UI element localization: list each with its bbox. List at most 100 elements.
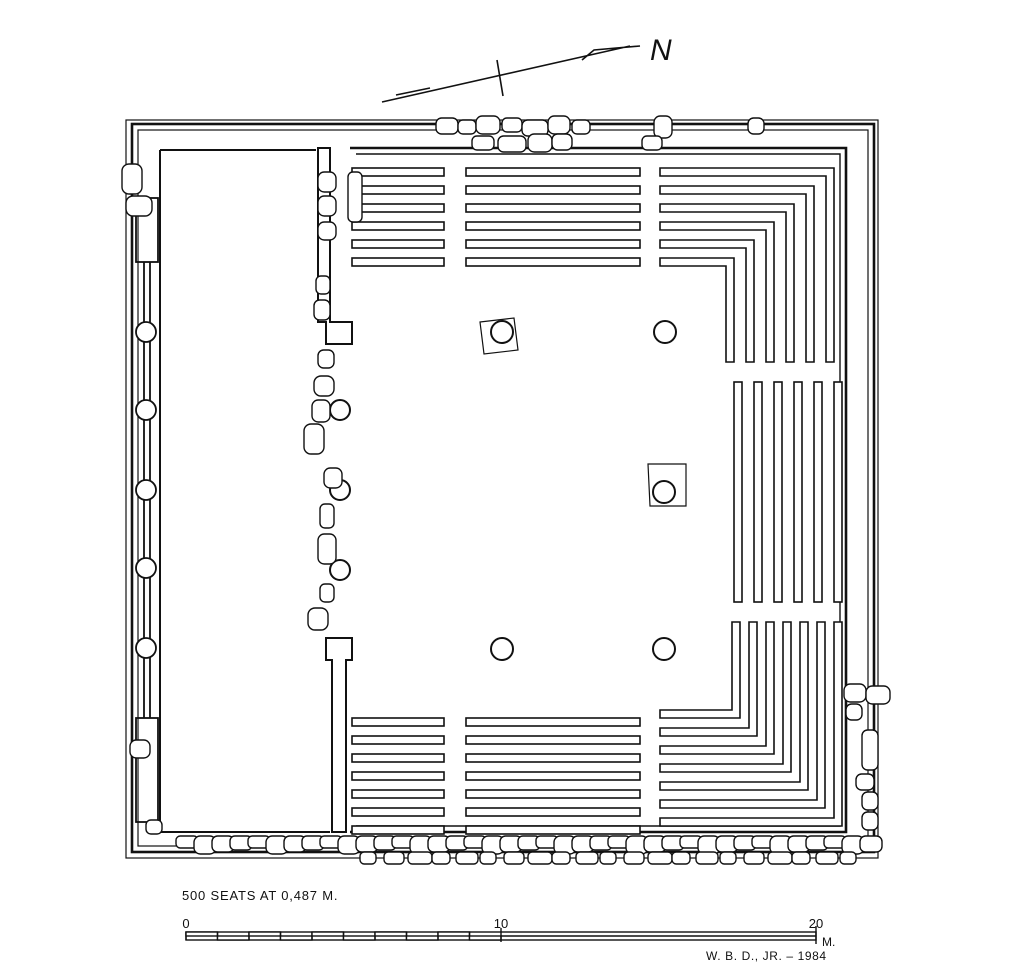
column-base <box>135 479 157 501</box>
bench <box>351 735 445 745</box>
rubble-stone <box>861 811 879 831</box>
north-label: N <box>650 34 672 67</box>
rubble-stone <box>497 135 527 153</box>
rubble-stone <box>319 583 335 603</box>
bench-corner <box>659 621 775 755</box>
scale-segment <box>216 935 250 941</box>
bench <box>733 381 743 603</box>
rubble-stone <box>501 117 523 133</box>
west-pier-south <box>135 717 159 823</box>
bench <box>465 789 641 799</box>
drafter-credit: W. B. D., JR. – 1984 <box>706 949 827 963</box>
bench <box>465 771 641 781</box>
rubble-stone <box>479 851 497 865</box>
rubble-stone <box>457 119 477 135</box>
bench-corner <box>659 621 826 809</box>
bench <box>465 753 641 763</box>
rubble-stone <box>647 851 673 865</box>
column-base <box>329 399 351 421</box>
scale-segment <box>342 935 376 941</box>
bench <box>351 789 445 799</box>
rubble-stone <box>551 851 571 865</box>
rubble-stone <box>527 133 553 153</box>
rubble-stone <box>861 791 879 811</box>
bench <box>753 381 763 603</box>
bench <box>465 167 641 177</box>
bench <box>465 825 641 835</box>
bench-corner <box>659 167 835 363</box>
column-base <box>652 637 676 661</box>
rubble-stone <box>547 115 571 135</box>
rubble-stone <box>791 851 811 865</box>
rubble-stone <box>839 851 857 865</box>
rubble-stone <box>815 851 839 865</box>
rubble-stone <box>347 171 363 223</box>
bench <box>351 221 445 231</box>
scale-segment <box>279 935 313 941</box>
rubble-stone <box>319 503 335 529</box>
rubble-stone <box>845 703 863 721</box>
rubble-stone <box>313 299 331 321</box>
rubble-stone <box>323 467 343 489</box>
scale-tick-label: 20 <box>809 916 823 931</box>
rubble-stone <box>671 851 691 865</box>
bench <box>465 717 641 727</box>
scale-segment <box>185 931 219 937</box>
bench <box>351 239 445 249</box>
inner-colonnade <box>317 147 353 833</box>
column-base <box>135 399 157 421</box>
rubble-stone <box>431 851 451 865</box>
outer-footing <box>125 119 879 859</box>
rubble-stone <box>121 163 143 195</box>
rubble-stone <box>315 275 331 295</box>
rubble-stone <box>317 533 337 565</box>
rubble-stone <box>383 851 405 865</box>
rubble-stone <box>855 773 875 791</box>
rubble-stone <box>311 399 331 423</box>
seating-caption: 500 SEATS AT 0,487 M. <box>182 888 338 903</box>
rubble-stone <box>471 135 495 151</box>
west-colonnade <box>135 197 159 823</box>
bench <box>793 381 803 603</box>
seating-benches <box>351 167 843 835</box>
rubble-stone <box>527 851 553 865</box>
rubble-stone <box>435 117 459 135</box>
bench <box>465 257 641 267</box>
rubble-stone <box>475 115 501 135</box>
rubble-stone <box>313 375 335 397</box>
scale-unit: M. <box>822 935 835 949</box>
scale-segment <box>468 935 502 941</box>
column-base <box>490 320 514 344</box>
rubble-stone <box>641 135 663 151</box>
bench <box>351 203 445 213</box>
column-base <box>135 557 157 579</box>
scale-segment <box>437 931 471 937</box>
rubble-stone <box>455 851 479 865</box>
rubble-stone <box>551 133 573 151</box>
rubble-stone <box>865 685 891 705</box>
rubble-stone <box>743 851 765 865</box>
rubble-stone <box>129 739 151 759</box>
hall-columns <box>479 317 687 661</box>
bench <box>351 717 445 727</box>
scale-bar: 0 10 20 M. <box>182 916 835 949</box>
bench <box>465 221 641 231</box>
column-base <box>652 480 676 504</box>
scale-segment <box>248 931 282 937</box>
bench <box>465 185 641 195</box>
rubble-stone <box>695 851 719 865</box>
scale-segment <box>311 931 345 937</box>
rubble-stone <box>719 851 737 865</box>
bench <box>465 735 641 745</box>
bench-corner <box>659 257 735 363</box>
bench <box>351 825 445 835</box>
rubble-stone <box>303 423 325 455</box>
bench <box>465 203 641 213</box>
bench-corner <box>659 221 775 363</box>
north-arrow: N <box>381 34 672 103</box>
bench <box>813 381 823 603</box>
rubble-stone <box>575 851 599 865</box>
bench <box>465 807 641 817</box>
north-arrow-crossbar <box>496 59 504 97</box>
column-base <box>329 559 351 581</box>
